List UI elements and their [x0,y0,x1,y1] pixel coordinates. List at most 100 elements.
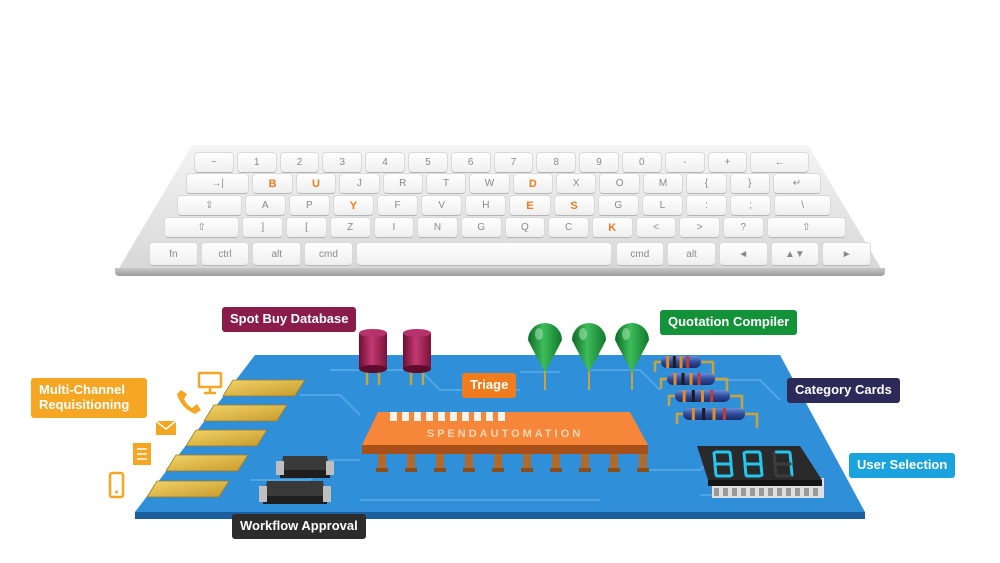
chip-pin [465,452,473,472]
display-pin [714,488,719,496]
display-pin [750,488,755,496]
display-pin [768,488,773,496]
chip-stripe [438,412,445,421]
display-pin [804,488,809,496]
keyboard-key: 2 [280,153,319,172]
keyboard-key: Q [505,218,545,237]
keyboard-key: X [557,174,596,193]
chip-stripe [426,412,433,421]
mobile-icon [108,471,125,499]
gold-connector [165,454,249,472]
keyboard-key: C [549,218,588,237]
display-pin [741,488,746,496]
capacitors [359,329,431,385]
keyboard-key: : [686,196,727,215]
keyboard-key: ~ [195,153,233,172]
keyboard-key: U [296,174,336,193]
gold-connector [185,429,268,447]
gold-connector [203,404,288,422]
keyboard-key: ctrl [201,243,249,265]
keyboard-key: Z [330,218,370,237]
keyboard-key: 3 [323,153,362,172]
keyboard-key: < [636,218,676,237]
keyboard-key: ▲▼ [771,243,819,265]
keyboard-key: S [554,196,594,215]
keyboard-key: H [466,196,506,215]
keyboard-key: cmd [616,243,664,265]
quotation-compiler-label: Quotation Compiler [660,310,798,335]
capacitor [403,329,431,385]
keyboard-base [115,268,885,276]
chip-pin [610,452,618,472]
resistor [659,373,729,393]
keyboard-key: > [680,218,719,237]
spend-automation-chip: SPENDAUTOMATION [362,412,649,472]
keyboard-key: W [470,174,509,193]
chip-stripe [450,412,457,421]
chip-pin [436,452,444,472]
keyboard-key: alt [668,243,715,265]
chip-pin [639,452,647,472]
keyboard-key: ; [731,196,771,215]
keyboard-key: →| [187,174,249,193]
spot-buy-database-label: Spot Buy Database [222,307,357,332]
keyboard-key: \ [775,196,830,215]
chip-stripe [486,412,493,421]
green-led [615,323,649,390]
keyboard-key: K [592,218,632,237]
display-pin [732,488,737,496]
chip-stripe [462,412,469,421]
gold-connectors [146,379,306,498]
keyboard-key: V [422,196,462,215]
gold-connector [146,480,230,498]
keyboard-key: { [687,174,726,193]
display-digit [772,450,794,478]
keyboard-key: ? [723,218,763,237]
green-leds [528,322,649,390]
resistor [653,356,715,376]
keyboard-key: A [245,196,285,215]
keyboard-key: fn [150,243,197,265]
chip-stripe [474,412,481,421]
document-icon [133,443,151,465]
gold-connector [222,379,306,397]
workflow-approval-label: Workflow Approval [232,514,366,539]
keyboard-key: cmd [305,243,352,265]
monitor-icon [197,371,223,395]
keyboard-key: R [383,174,422,193]
keyboard-key: O [600,174,639,193]
display-digit [712,450,734,478]
keyboard-key: E [510,196,550,215]
chip-stripe [390,412,397,421]
keyboard-key: F [378,196,418,215]
keyboard-key: 0 [622,153,661,172]
keyboard-key: D [513,174,553,193]
keyboard-key: L [642,196,682,215]
chip-stripe [414,412,421,421]
keyboard-key: + [708,153,747,172]
display-pin [795,488,800,496]
display-digit [742,450,764,478]
chip-stripe [402,412,409,421]
smd-component-1 [276,456,334,478]
chip-pin [552,452,560,472]
smd-component-2 [259,481,331,504]
chip-pin [523,452,531,472]
keyboard-key: - [665,153,704,172]
keyboard-key: 5 [408,153,447,172]
keyboard-key: ⇧ [165,218,239,237]
seven-segment-display [697,446,824,498]
keyboard-key: J [340,174,379,193]
keyboard-key: ◄ [719,243,767,265]
user-selection-label: User Selection [849,453,956,478]
keyboard-key: I [374,218,414,237]
chip-pin [494,452,502,472]
multi-channel-requisitioning-label: Multi-Channel Requisitioning [31,378,147,418]
resistor [667,390,744,410]
keyboard-key: [ [287,218,326,237]
display-pin [813,488,818,496]
keyboard-key: 8 [537,153,576,172]
keyboard-key: 7 [494,153,533,172]
